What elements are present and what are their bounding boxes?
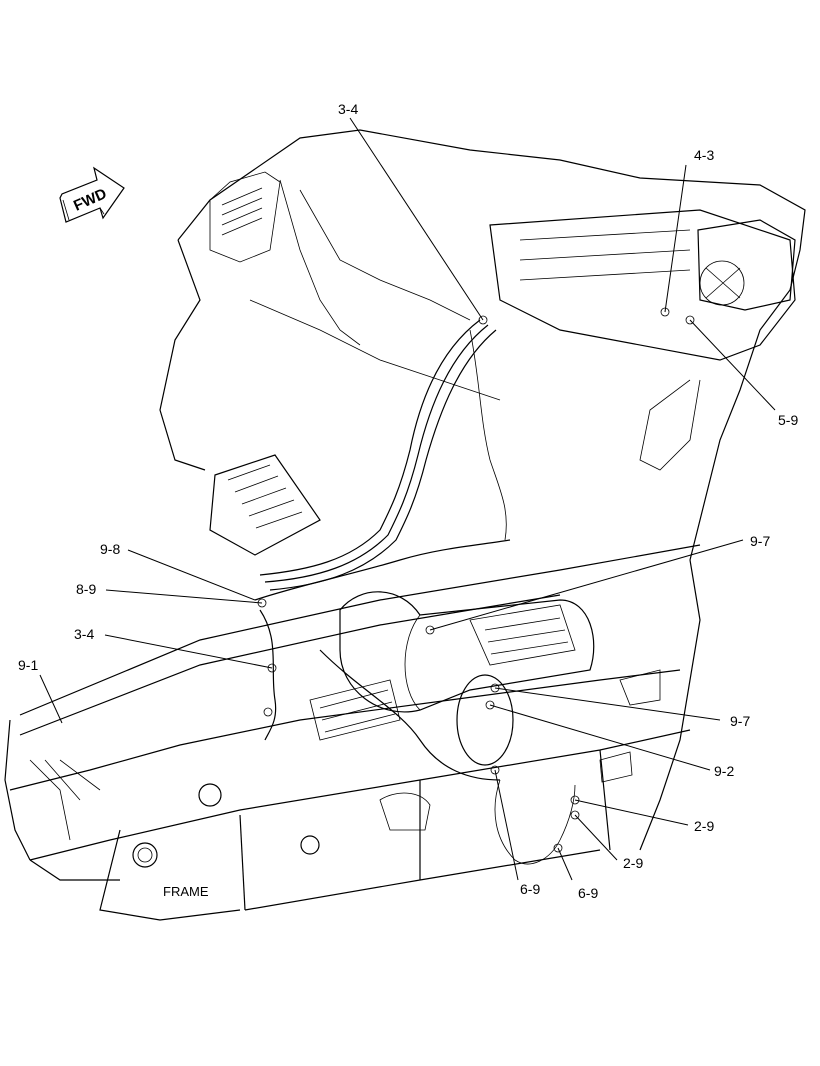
leader-3-4-mid [104, 634, 273, 669]
callout-9-2: 9-2 [714, 763, 734, 779]
callout-4-3: 4-3 [694, 147, 714, 163]
leader-4-3 [664, 164, 687, 313]
leader-5-9 [689, 319, 776, 411]
fwd-label: FWD [71, 185, 109, 214]
callout-5-9: 5-9 [778, 412, 798, 428]
callout-labels: 3-4 4-3 5-9 9-7 9-8 8-9 3-4 9-1 9-7 9-2 … [18, 101, 798, 901]
callout-9-1: 9-1 [18, 657, 38, 673]
leader-2-9-upper [574, 799, 689, 826]
leader-9-1 [39, 674, 63, 724]
leader-lines [39, 117, 776, 881]
callout-9-7-lower: 9-7 [730, 713, 750, 729]
leader-9-8 [127, 549, 256, 601]
callout-9-8: 9-8 [100, 541, 120, 557]
leader-8-9 [105, 589, 263, 604]
callout-3-4-top: 3-4 [338, 101, 358, 117]
callout-8-9: 8-9 [76, 581, 96, 597]
leader-3-4-top [349, 117, 484, 321]
callout-2-9-upper: 2-9 [694, 818, 714, 834]
fwd-arrow-icon: FWD [59, 166, 125, 223]
callout-9-7-upper: 9-7 [750, 533, 770, 549]
leader-9-7-upper [429, 539, 744, 631]
callout-2-9-lower: 2-9 [623, 855, 643, 871]
frame-label: FRAME [163, 884, 209, 899]
leader-9-2 [489, 704, 711, 771]
callout-6-9-right: 6-9 [578, 885, 598, 901]
leader-9-7-lower [494, 687, 721, 721]
leader-2-9-lower [574, 814, 618, 861]
callout-6-9-left: 6-9 [520, 881, 540, 897]
machine-linework [4, 129, 806, 921]
leader-6-9-right [557, 847, 573, 881]
callout-3-4-mid: 3-4 [74, 626, 94, 642]
leader-6-9-left [494, 769, 519, 881]
